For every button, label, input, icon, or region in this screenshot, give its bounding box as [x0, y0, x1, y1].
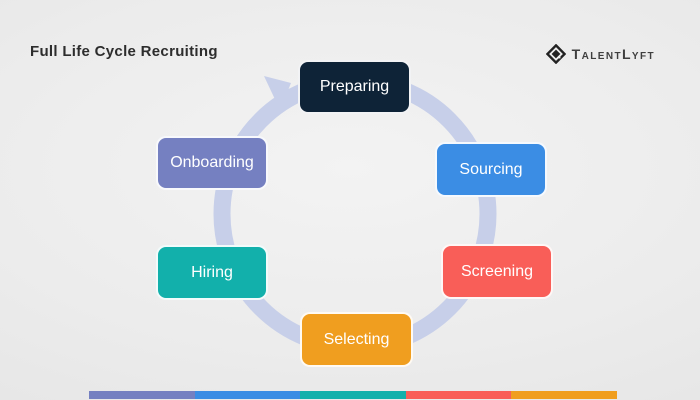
stage-label: Onboarding [170, 154, 254, 171]
cycle-ring [213, 72, 497, 356]
brand-logo: TalentLyft [545, 44, 655, 64]
stage-screening: Screening [441, 244, 553, 299]
page-title: Full Life Cycle Recruiting [30, 43, 218, 60]
stage-sourcing: Sourcing [435, 142, 547, 197]
stage-label: Preparing [319, 78, 390, 95]
footer-segment-purple [89, 391, 195, 399]
brand-wordmark: TalentLyft [571, 46, 655, 62]
stage-onboarding: Onboarding [156, 136, 268, 190]
stage-label: Sourcing [459, 160, 523, 178]
footer-segment-blue [194, 391, 301, 399]
footer-segment-orange [511, 391, 617, 399]
stage-label: Selecting [323, 330, 390, 348]
cycle-arrowhead-icon [264, 76, 291, 110]
footer-segment-coral [405, 391, 512, 399]
footer-segment-teal [300, 391, 406, 399]
stage-hiring: Hiring [156, 245, 268, 300]
footer-color-bar [89, 391, 617, 399]
stage-label: Hiring [191, 263, 233, 281]
stage-selecting: Selecting [300, 312, 413, 367]
stage-label: Screening [460, 262, 534, 280]
stage-preparing: Preparing [298, 60, 411, 114]
talentlyft-diamond-icon [545, 44, 566, 64]
